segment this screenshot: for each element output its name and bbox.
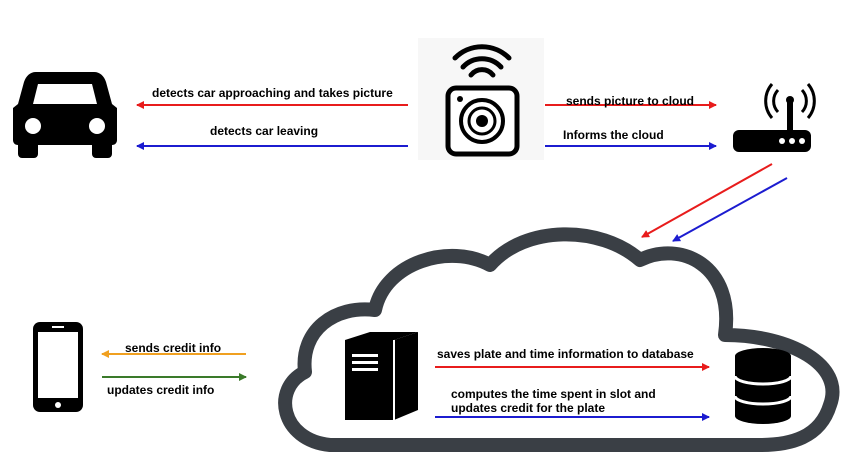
label-save-plate: saves plate and time information to data… [437,347,694,361]
database-icon [733,348,793,424]
camera-wifi-icon [418,38,544,160]
label-credit-update: updates credit info [107,383,215,397]
label-credit-send: sends credit info [125,341,222,355]
arrow-router-cloud-red [641,163,773,238]
label-car-leaving: detects car leaving [210,124,319,138]
label-compute-line2: updates credit for the plate [451,401,606,415]
label-car-approach: detects car approaching and takes pictur… [152,86,393,100]
smartphone-icon [33,322,83,412]
arrow-router-cloud-blue [672,177,788,242]
label-compute-line1: computes the time spent in slot and [451,387,656,401]
cloud-shape [278,227,840,452]
router-icon [733,83,816,152]
label-inform-cloud: Informs the cloud [563,128,664,142]
label-send-picture: sends picture to cloud [566,94,695,108]
server-icon [345,332,418,420]
car-icon [13,72,117,158]
